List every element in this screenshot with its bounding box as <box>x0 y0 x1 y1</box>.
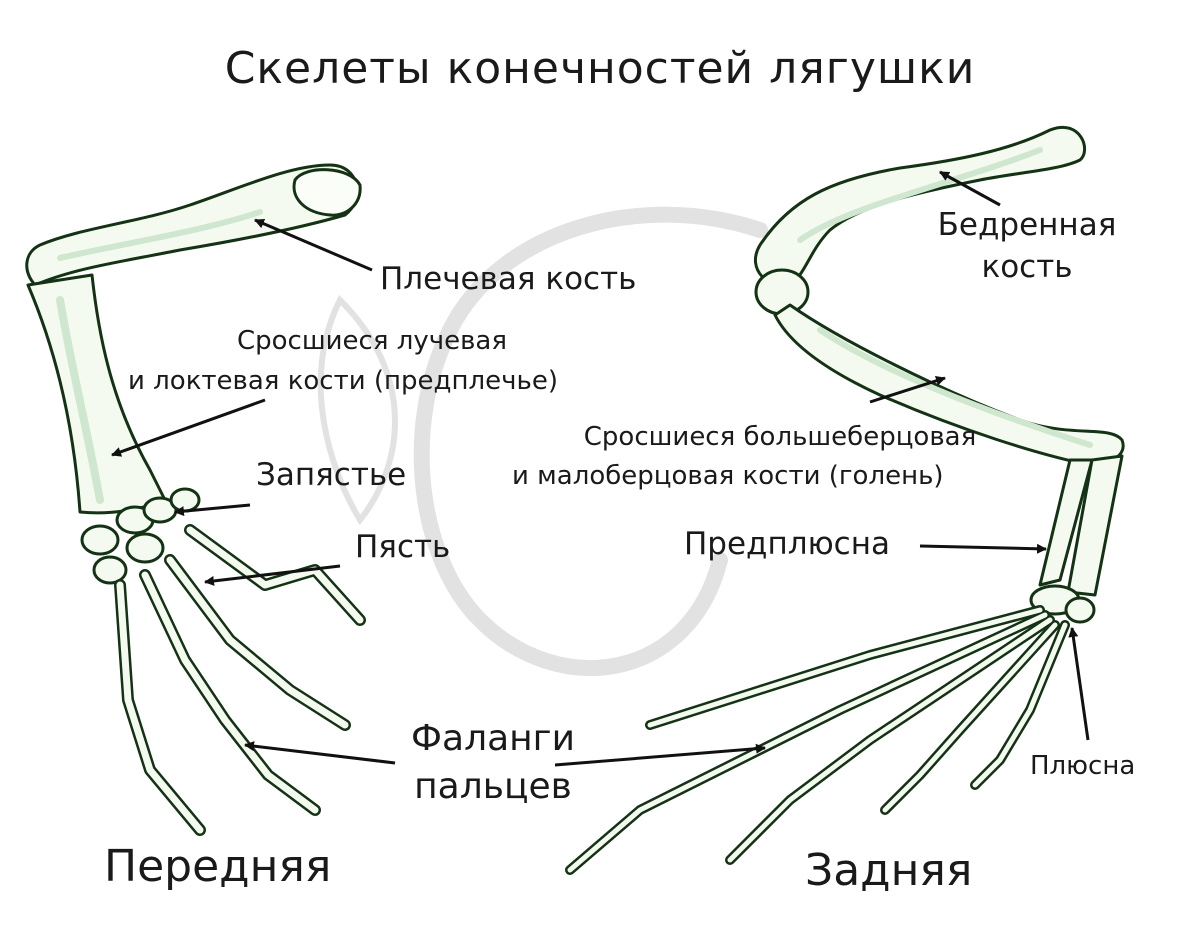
label-metacarpus: Пясть <box>355 529 451 565</box>
arrow-humerus <box>254 218 373 272</box>
label-metatarsus: Плюсна <box>1030 751 1136 781</box>
arrow-phalanges-front <box>244 741 396 765</box>
arrow-metatarsus <box>1068 627 1090 741</box>
pointer-arrows <box>111 170 1090 767</box>
humerus-bone <box>25 163 359 287</box>
humerus-head <box>292 168 362 217</box>
page-title: Скелеты конечностей лягушки <box>224 43 976 94</box>
label-femur-line1: Бедренная <box>937 207 1117 243</box>
arrow-forearm <box>111 398 266 457</box>
front-digits-fill <box>116 526 364 834</box>
label-humerus: Плечевая кость <box>380 261 637 297</box>
arrow-tarsus <box>919 543 1047 554</box>
label-forearm-line2: и локтевая кости (предплечье) <box>128 366 558 396</box>
arrow-metacarpus <box>204 564 341 586</box>
label-shin-line1: Сросшиеся большеберцовая <box>583 422 977 452</box>
knee-joint <box>754 268 810 316</box>
arrow-wrist <box>174 503 251 517</box>
caption-front-limb: Передняя <box>104 841 332 892</box>
label-phalanges-line1: Фаланги <box>411 718 575 759</box>
label-shin-line2: и малоберцовая кости (голень) <box>512 461 944 491</box>
hind-digits-fill <box>567 607 1068 873</box>
label-tarsus: Предплюсна <box>684 526 890 562</box>
caption-hind-limb: Задняя <box>805 845 973 896</box>
label-forearm-line1: Сросшиеся лучевая <box>236 326 507 356</box>
label-wrist: Запястье <box>256 457 407 493</box>
femur-bone <box>753 126 1086 288</box>
front-limb-skeleton <box>25 163 366 836</box>
wrist-bones <box>80 487 201 585</box>
watermark-logo <box>317 206 768 676</box>
arrow-phalanges-hind <box>554 743 766 767</box>
tarsus-bones <box>1038 454 1124 597</box>
label-femur-line2: кость <box>981 249 1073 285</box>
hind-limb-skeleton <box>565 126 1125 875</box>
arrow-femur <box>939 170 1001 207</box>
label-phalanges-line2: пальцев <box>414 766 572 807</box>
arrow-shin <box>869 375 946 404</box>
